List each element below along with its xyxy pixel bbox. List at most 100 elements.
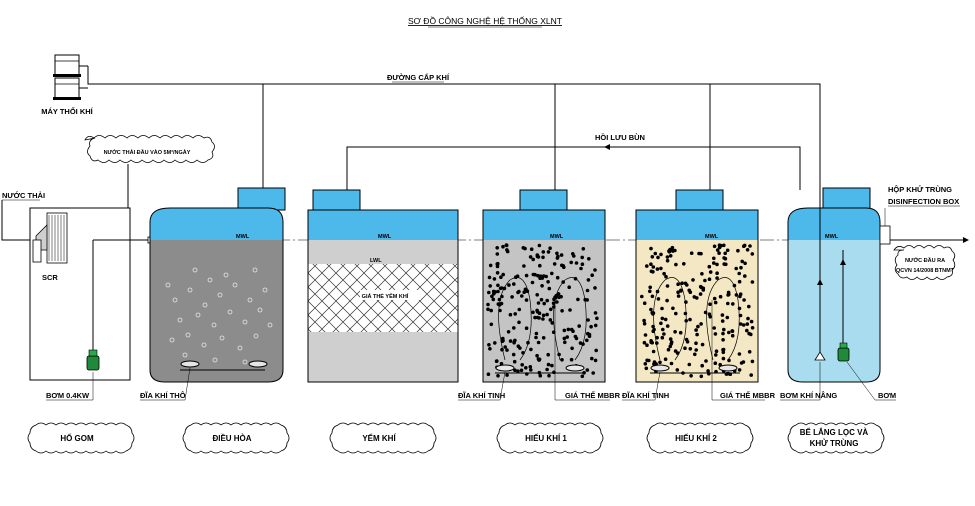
media-dot [552,305,556,309]
stage-label: ĐIỀU HÒA [212,433,251,443]
media-dot [739,361,744,365]
media-dot [722,256,726,260]
media-dot [675,351,680,355]
media-dot [561,280,565,284]
media-dot [694,341,698,346]
media-dot [512,326,516,330]
media-dot [662,271,666,276]
media-dot [531,257,535,262]
media-dot [743,274,747,278]
media-dot [502,286,507,291]
airlift-pump-label: BƠM KHÍ NÂNG [780,391,837,400]
media-dot [512,282,516,286]
media-dot [714,353,718,357]
media-dot [703,310,708,315]
media-dot [707,277,712,282]
media-dot [550,363,554,368]
media-dot [683,346,687,351]
media-dot [734,293,739,297]
media-dot [556,292,561,296]
anoxic-media-label: GIÁ THỂ YẾM KHÍ [362,292,409,300]
media-dot [536,340,541,345]
media-dot [653,251,658,256]
diagram-title: SƠ ĐỒ CÔNG NGHỆ HỆ THỐNG XLNT [408,15,562,26]
media-dot [489,308,494,313]
media-dot [721,338,725,342]
media-dot [533,272,537,277]
media-dot [720,313,725,317]
media-dot [486,372,491,377]
mwl-marker-2: MWL [378,234,392,240]
media-dot [717,243,722,247]
media-dot [684,319,688,323]
media-dot [501,336,505,341]
media-dot [660,316,665,321]
media-dot [745,322,750,326]
media-dot [645,343,649,348]
media-dot [700,272,704,276]
stage-label: YẾM KHÍ [362,433,396,443]
settling-tank [787,187,891,383]
media-dot [655,335,659,340]
media-dot [740,259,744,264]
media-dot [538,373,543,378]
media-dot [712,296,717,301]
media-dot [727,330,731,335]
media-dot [746,316,750,321]
media-dot [593,286,597,290]
equalization-tank [149,187,286,383]
media-dot [585,368,590,372]
media-dot [493,341,497,345]
media-dot [487,343,491,347]
media-dot [523,287,528,292]
media-dot [715,262,719,267]
media-dot [722,243,726,248]
media-dot [750,359,755,364]
media-dot [659,252,663,257]
media-dot [713,300,718,305]
media-dot [696,324,700,329]
media-dot [689,374,693,378]
media-dot [706,369,710,373]
media-dot [544,274,548,279]
media-dot [708,302,712,307]
media-dot [574,261,579,265]
media-dot [643,333,648,337]
media-dot [651,329,655,334]
air-line-label: ĐƯỜNG CẤP KHÍ [387,72,450,82]
media-dot [555,275,560,280]
media-dot [668,254,673,258]
media-dot [541,313,546,318]
media-dot [693,352,697,357]
media-dot [749,319,754,324]
media-dot [580,262,585,267]
effluent-label-2: QCVN 14/2008 BTNMT [896,268,955,274]
media-dot [737,352,742,356]
media-dot [730,333,735,338]
media-dot [526,340,530,345]
media-dot [687,288,691,293]
media-dot [648,285,652,290]
media-dot [566,327,571,332]
media-dot [504,243,509,248]
media-dot [507,283,511,287]
media-dot [496,283,500,288]
media-dot [537,243,542,248]
media-dot [664,274,668,279]
stage-cloud [27,422,135,454]
media-dot [522,264,526,268]
media-dot [551,330,556,335]
pump-label: BƠM [878,391,896,400]
media-dot [586,278,591,282]
media-dot [648,289,652,294]
media-dot [535,293,539,297]
media-dot [536,301,541,305]
media-dot [579,266,583,271]
media-dot [688,347,693,351]
blower-icon [53,54,88,100]
media-dot [545,367,549,372]
media-dot [701,288,706,292]
effluent-label-1: NƯỚC ĐẦU RA [905,256,945,264]
media-dot [707,264,712,269]
stage-label: BỂ LẮNG LỌC VÀ [800,428,869,437]
